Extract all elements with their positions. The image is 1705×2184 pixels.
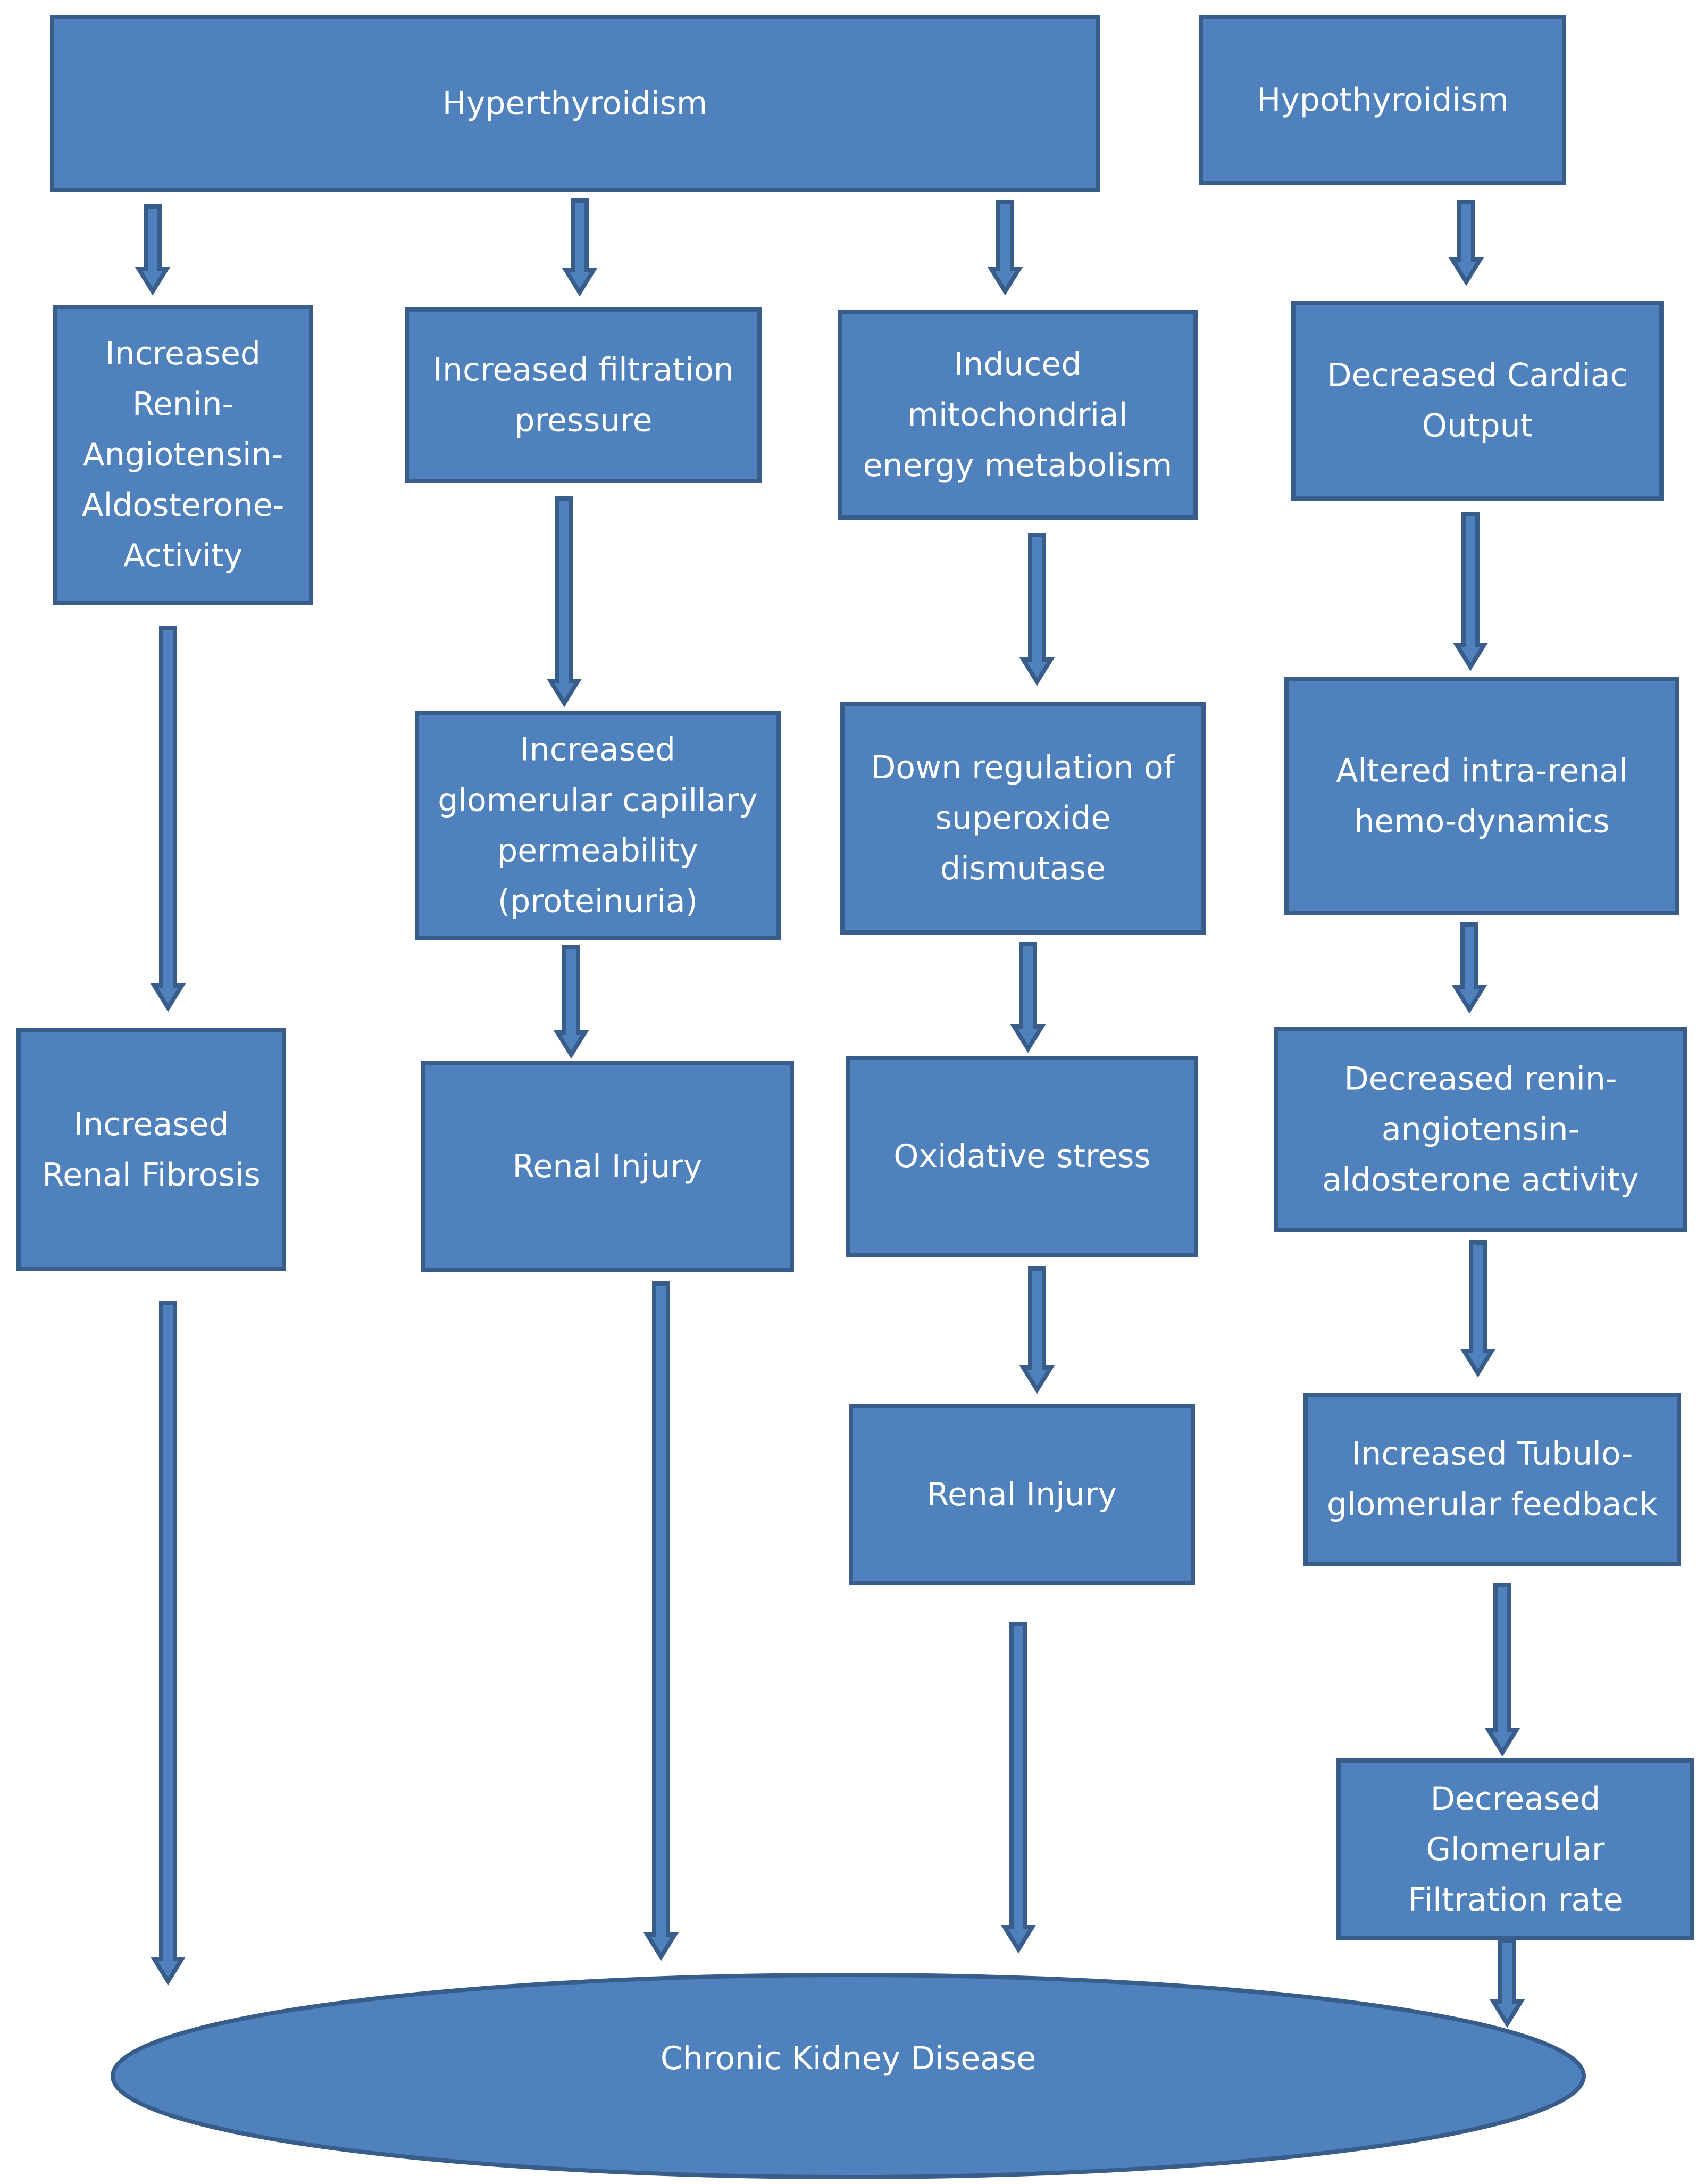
arrow-raas-to-fibrosis: [150, 626, 186, 1012]
arrow-hyper-to-filtration: [562, 198, 598, 297]
arrow-hyper-to-raas: [135, 204, 171, 296]
node-label-line: Renal Injury: [512, 1148, 702, 1185]
node-rect: [849, 1404, 1195, 1585]
node-label-line: Renin-: [132, 386, 233, 423]
node-label-line: Renal Injury: [927, 1476, 1117, 1513]
node-label-line: Filtration rate: [1408, 1881, 1623, 1919]
tubuloglomerular-feedback-box: Increased Tubulo-glomerular feedback: [1303, 1393, 1681, 1566]
decreased-raas-box: Decreased renin-angiotensin-aldosterone …: [1274, 1027, 1687, 1232]
node-label-line: energy metabolism: [863, 447, 1173, 484]
node-label-line: Decreased renin-: [1344, 1061, 1617, 1098]
node-label-line: Increased Tubulo-: [1352, 1436, 1633, 1473]
node-label-line: Aldosterone-: [82, 487, 285, 524]
node-label-line: (proteinuria): [498, 883, 698, 920]
arrow-gfr-to-ckd: [1489, 1938, 1525, 2028]
node-label-line: Glomerular: [1426, 1831, 1604, 1868]
node-rect: [405, 307, 762, 483]
glomerular-permeability-box: Increased glomerular capillary permeabilit…: [415, 711, 781, 940]
node-rect: [50, 15, 1100, 192]
node-label-line: Hypothyroidism: [1257, 81, 1509, 119]
arrow-hemodynamics-to-raas: [1451, 922, 1487, 1014]
node-label-line: Oxidative stress: [893, 1138, 1151, 1175]
node-label-line: glomerular capillary: [438, 782, 758, 819]
node-label-line: Increased: [73, 1106, 229, 1143]
node-rect: [838, 310, 1198, 520]
arrow-feedback-to-gfr: [1484, 1583, 1520, 1757]
node-rect: [840, 702, 1206, 935]
arrow-injury1-to-ckd: [643, 1281, 679, 1961]
node-label-line: Induced: [954, 346, 1082, 383]
node-label-line: hemo-dynamics: [1354, 803, 1610, 840]
node-label-line: aldosterone activity: [1322, 1162, 1639, 1199]
node-rect: [846, 1056, 1198, 1257]
arrow-hypo-to-cardiac: [1448, 200, 1484, 286]
node-label-line: pressure: [514, 402, 652, 439]
node-label-line: Increased: [520, 731, 675, 769]
connector-arrows: [135, 198, 1525, 2028]
node-rect: [1199, 15, 1566, 185]
renal-injury-box-2: Renal Injury: [849, 1404, 1195, 1585]
node-label-line: Increased: [105, 335, 261, 372]
node-rect: [1284, 677, 1679, 915]
node-label-line: Down regulation of: [871, 749, 1176, 786]
arrow-raas-to-feedback: [1460, 1240, 1496, 1378]
arrow-filtration-to-permeability: [546, 496, 582, 707]
arrow-cardiac-to-hemodynamics: [1452, 512, 1489, 671]
node-label-line: Renal Fibrosis: [42, 1156, 261, 1194]
arrow-sod-to-oxidative: [1010, 942, 1046, 1053]
arrow-mito-to-sod: [1019, 533, 1055, 686]
hypothyroidism-box: Hypothyroidism: [1199, 15, 1566, 185]
node-label-line: Decreased Cardiac: [1327, 357, 1627, 394]
node-label-line: dismutase: [940, 850, 1106, 887]
node-label-line: Hyperthyroidism: [442, 85, 708, 122]
filtration-pressure-box: Increased filtration pressure: [405, 307, 762, 483]
arrow-permeability-to-injury: [553, 945, 589, 1059]
node-label-line: Activity: [123, 537, 243, 574]
arrow-oxidative-to-injury: [1019, 1266, 1055, 1394]
arrow-injury2-to-ckd: [1000, 1622, 1037, 1954]
node-label-line: Altered intra-renal: [1336, 753, 1628, 790]
node-rect: [415, 711, 781, 940]
node-label-line: permeability: [497, 832, 698, 870]
sod-downregulation-box: Down regulation of superoxide dismutase: [840, 702, 1206, 935]
node-rect: [1303, 1393, 1681, 1566]
node-label-line: angiotensin-: [1382, 1111, 1579, 1148]
hyperthyroidism-box: Hyperthyroidism: [50, 15, 1100, 192]
node-rect: [1336, 1758, 1694, 1940]
renal-injury-box-1: Renal Injury: [421, 1061, 794, 1272]
node-rect: [421, 1061, 794, 1272]
node-label-line: Output: [1422, 407, 1533, 445]
oxidative-stress-box: Oxidative stress: [846, 1056, 1198, 1257]
node-label-line: glomerular feedback: [1327, 1486, 1658, 1523]
node-label-line: Increased filtration: [433, 352, 733, 389]
intrarenal-hemodynamics-box: Altered intra-renal hemo-dynamics: [1284, 677, 1679, 915]
node-rect: [53, 305, 313, 605]
ckd-ellipse-shape: [111, 1973, 1586, 2179]
mitochondrial-metabolism-box: Induced mitochondrial energy metabolism: [838, 310, 1198, 520]
node-rect: [1274, 1027, 1687, 1232]
arrow-fibrosis-to-ckd: [150, 1301, 186, 1986]
ckd-ellipse: Chronic Kidney Disease: [111, 1973, 1586, 2179]
node-label-line: Chronic Kidney Disease: [661, 2040, 1036, 2077]
node-label-line: mitochondrial: [908, 396, 1128, 434]
node-label-line: Angiotensin-: [83, 436, 283, 473]
node-rect: [1291, 301, 1664, 501]
node-rect: [16, 1028, 286, 1271]
node-label-line: superoxide: [935, 799, 1111, 837]
arrow-hyper-to-mito: [987, 200, 1023, 296]
node-label-line: Decreased: [1431, 1780, 1600, 1818]
